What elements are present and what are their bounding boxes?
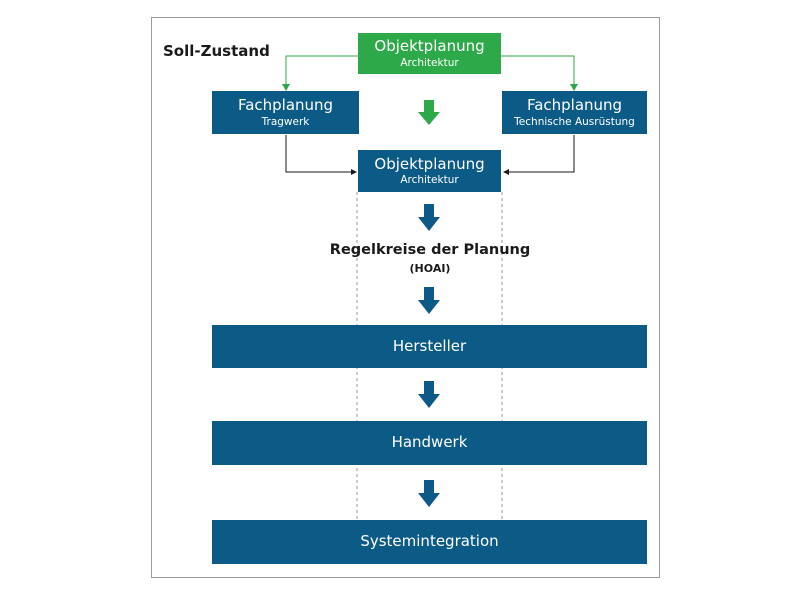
node-handwerk: Handwerk (212, 421, 647, 465)
regelkreise-subtitle: (HOAI) (409, 262, 451, 275)
node-subtitle: Technische Ausrüstung (514, 115, 635, 128)
node-subtitle: Architektur (400, 56, 459, 69)
node-title: Systemintegration (360, 532, 499, 551)
node-subtitle: Tragwerk (261, 115, 310, 128)
diagram-frame (151, 17, 660, 578)
node-hersteller: Hersteller (212, 325, 647, 368)
regelkreise-title: Regelkreise der Planung (329, 242, 531, 258)
node-title: Objektplanung (374, 37, 485, 56)
node-objektplanung-top: Objektplanung Architektur (358, 33, 501, 74)
node-subtitle: Architektur (400, 174, 459, 187)
node-fachplanung-technische-ausruestung: Fachplanung Technische Ausrüstung (502, 91, 647, 134)
node-title: Objektplanung (374, 154, 485, 173)
node-fachplanung-tragwerk: Fachplanung Tragwerk (212, 91, 359, 134)
node-systemintegration: Systemintegration (212, 520, 647, 564)
diagram-heading: Soll-Zustand (163, 42, 270, 60)
node-title: Fachplanung (526, 96, 623, 115)
node-title: Hersteller (392, 336, 467, 355)
node-title: Fachplanung (237, 96, 334, 115)
node-title: Handwerk (391, 433, 468, 452)
node-objektplanung-mid: Objektplanung Architektur (358, 150, 501, 192)
